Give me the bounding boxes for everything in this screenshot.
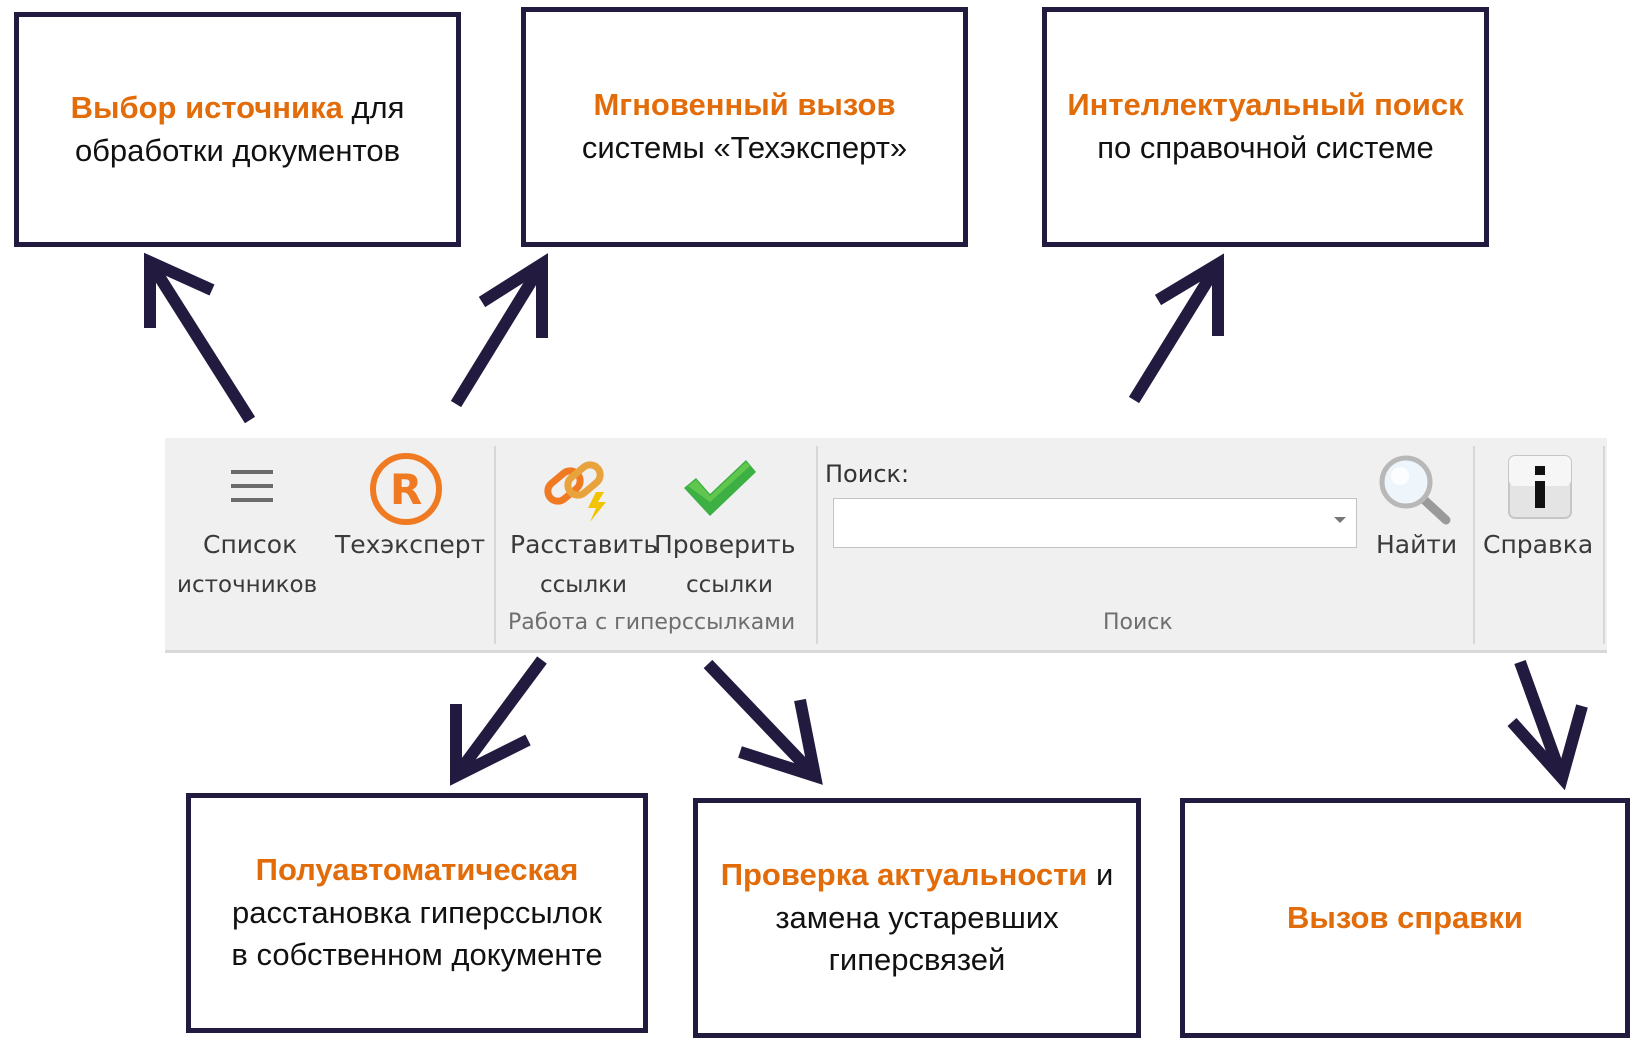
- separator-1: [494, 446, 496, 644]
- arrow-to-sources: [144, 252, 256, 424]
- sources-list-label-line1: Список: [203, 530, 298, 559]
- techexpert-button[interactable]: R Техэксперт: [335, 438, 485, 613]
- arrow-to-help: [1507, 659, 1588, 791]
- arrow-to-links: [450, 656, 547, 786]
- techexpert-logo-icon: R: [370, 453, 442, 525]
- place-links-button[interactable]: Расставить ссылки: [500, 438, 658, 613]
- callout-help: Вызов справки: [1180, 798, 1630, 1038]
- callout-search: Интеллектуальный поиск по справочной сис…: [1042, 7, 1489, 247]
- callout-check-line2: замена устаревших: [775, 899, 1059, 935]
- sources-list-button[interactable]: Список источников: [165, 438, 335, 613]
- callout-techexpert: Мгновенный вызов системы «Техэксперт»: [521, 7, 968, 247]
- callout-links: Полуавтоматическая расстановка гиперссыл…: [186, 793, 648, 1033]
- callout-check-text: и: [1087, 856, 1114, 892]
- chain-link-icon: [544, 461, 606, 522]
- callout-check: Проверка актуальности и замена устаревши…: [693, 798, 1141, 1038]
- info-icon: [1508, 455, 1572, 519]
- callout-check-accent: Проверка актуальности: [720, 856, 1088, 892]
- callout-check-line3: гиперсвязей: [828, 942, 1006, 978]
- arrow-to-techexpert: [450, 253, 548, 408]
- arrow-to-check: [703, 659, 823, 785]
- callout-techexpert-line2: системы «Техэксперт»: [581, 130, 908, 165]
- search-group-label: Поиск: [1103, 610, 1173, 635]
- callout-links-line2: расстановка гиперссылок: [232, 894, 602, 930]
- ribbon-toolbar: Список источников R Техэксперт Расставит…: [165, 438, 1607, 653]
- callout-links-accent: Полуавтоматическая: [255, 851, 579, 887]
- search-input[interactable]: [834, 499, 1324, 547]
- magnifier-icon: [1379, 455, 1451, 525]
- techexpert-label: Техэксперт: [335, 530, 486, 559]
- callout-sources: Выбор источника для обработки документов: [14, 12, 461, 247]
- callout-links-line3: в собственном документе: [231, 937, 603, 973]
- callout-search-accent: Интеллектуальный поиск: [1067, 87, 1464, 123]
- sources-list-label-line2: источников: [177, 572, 318, 598]
- search-label: Поиск:: [825, 460, 910, 488]
- dropdown-arrow-icon[interactable]: [1334, 517, 1346, 523]
- callout-sources-accent: Выбор источника: [70, 89, 343, 125]
- help-button[interactable]: Справка: [1477, 438, 1603, 613]
- place-links-label-line1: Расставить: [510, 530, 659, 559]
- callout-help-accent: Вызов справки: [1287, 899, 1523, 935]
- separator-2: [816, 446, 818, 644]
- separator-3: [1473, 446, 1475, 644]
- check-links-button[interactable]: Проверить ссылки: [652, 438, 796, 613]
- check-links-label-line2: ссылки: [686, 572, 773, 598]
- find-button[interactable]: Найти: [1370, 438, 1460, 613]
- svg-text:R: R: [390, 465, 422, 514]
- callout-sources-text: для: [342, 89, 405, 125]
- separator-4: [1603, 446, 1605, 644]
- arrow-to-search: [1128, 253, 1224, 404]
- help-label: Справка: [1483, 530, 1594, 559]
- hamburger-menu-icon: [231, 470, 273, 502]
- callout-techexpert-accent: Мгновенный вызов: [593, 87, 896, 123]
- search-combobox[interactable]: [833, 498, 1357, 548]
- checkmark-icon: [684, 460, 756, 516]
- callout-search-line2: по справочной системе: [1097, 130, 1434, 165]
- callout-sources-line2: обработки документов: [74, 132, 401, 168]
- check-links-label-line1: Проверить: [654, 530, 796, 559]
- hyperlinks-group-label: Работа с гиперссылками: [508, 610, 796, 635]
- place-links-label-line2: ссылки: [540, 572, 627, 598]
- find-label: Найти: [1376, 530, 1458, 559]
